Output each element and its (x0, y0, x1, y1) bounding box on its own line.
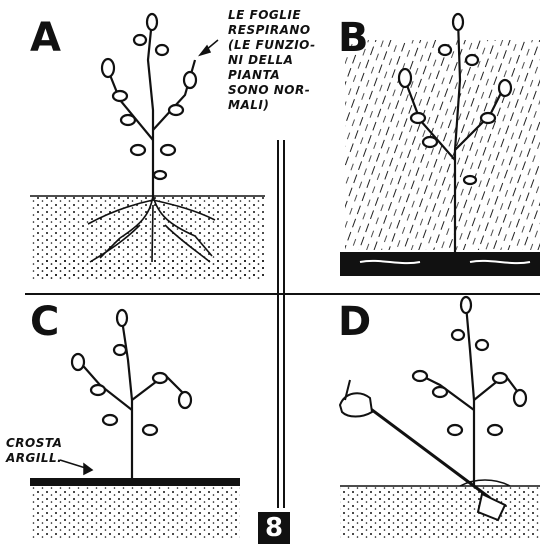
caption-line: (LE FUNZIO- (228, 38, 316, 53)
caption-line: PIANTA (228, 68, 316, 83)
panel-label-c: C (30, 302, 59, 342)
annotation-arrow (200, 40, 218, 55)
panel-label-a: A (30, 18, 61, 58)
panel-d-plant (413, 297, 526, 486)
caption-line: NI DELLA (228, 53, 316, 68)
annotation-leaves-breathe: LE FOGLIE RESPIRANO (LE FUNZIO- NI DELLA… (228, 8, 316, 113)
panel-label-b: B (338, 18, 369, 58)
panel-a-plant (102, 14, 196, 196)
panel-b-waterlogged-ground (340, 252, 540, 276)
panel-label-d: D (338, 302, 371, 342)
caption-line: ARGILL. (6, 451, 62, 466)
caption-line: SONO NOR- (228, 83, 316, 98)
hand (340, 380, 372, 417)
panel-c-ground (30, 478, 240, 540)
figure-number-badge: 8 (258, 512, 290, 544)
caption-line: CROSTA (6, 436, 62, 451)
panel-d-ground (340, 480, 540, 540)
annotation-arrow (60, 460, 92, 474)
panel-a-ground (30, 196, 265, 280)
panel-c-plant (72, 310, 191, 478)
annotation-clay-crust: CROSTA ARGILL. (6, 436, 62, 466)
caption-line: MALI) (228, 98, 316, 113)
caption-line: RESPIRANO (228, 23, 316, 38)
caption-line: LE FOGLIE (228, 8, 316, 23)
